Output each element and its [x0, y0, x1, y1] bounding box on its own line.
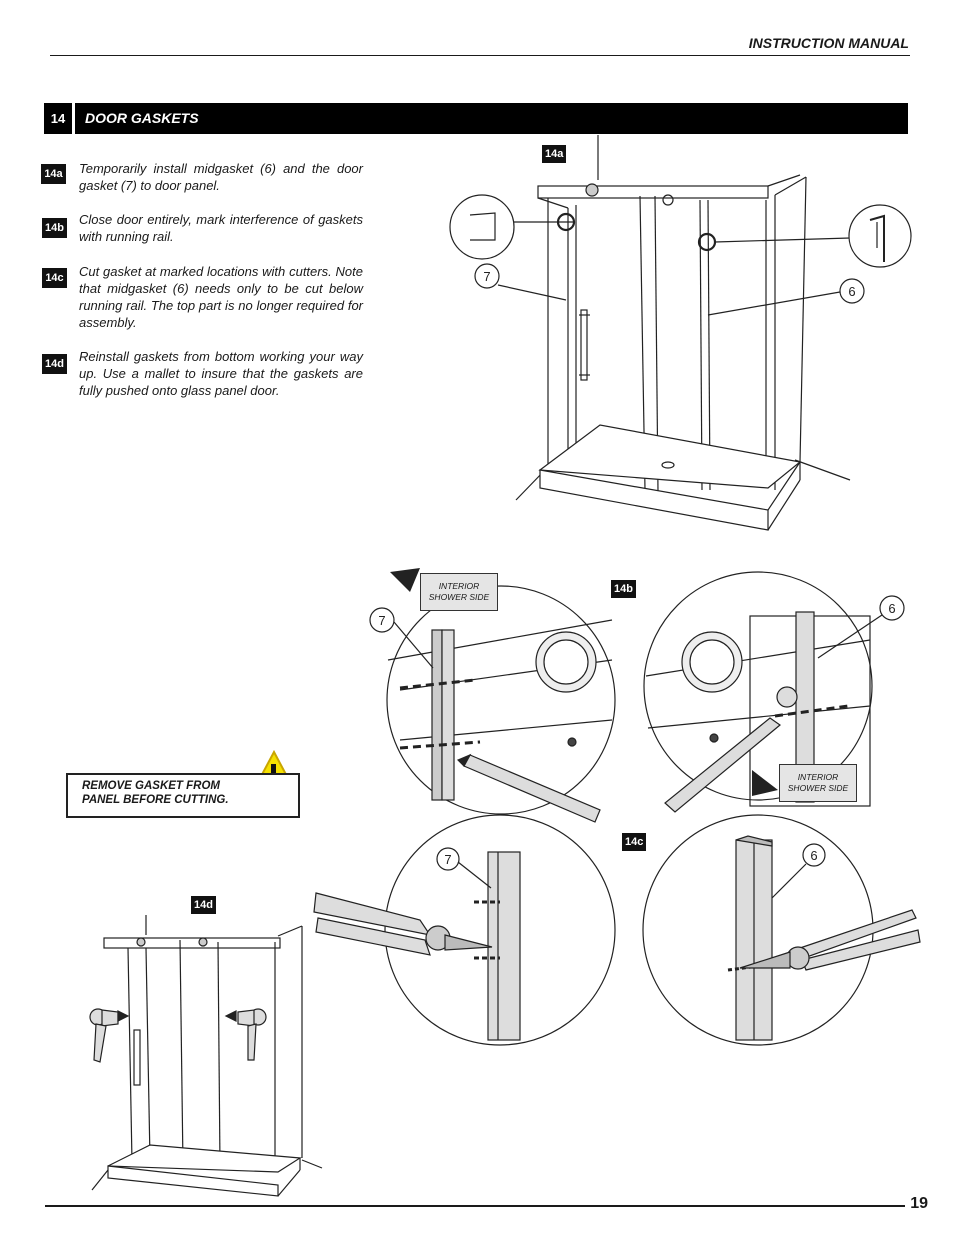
step-badge-14d: 14d [42, 354, 67, 374]
shower-enclosure-drawing-14a [449, 135, 912, 531]
detail-circle-14c-left [313, 814, 616, 1046]
callout-6-fig14c: 6 [810, 848, 817, 863]
section-title: DOOR GASKETS [85, 110, 199, 126]
manual-title: INSTRUCTION MANUAL [748, 35, 909, 51]
warning-text: REMOVE GASKET FROM PANEL BEFORE CUTTING. [82, 780, 229, 806]
figure-label-14d: 14d [191, 896, 216, 914]
step-text-14c: Cut gasket at marked locations with cutt… [79, 264, 363, 330]
step-text-14d: Reinstall gaskets from bottom working yo… [79, 349, 363, 398]
warning-box [66, 773, 300, 818]
section-header-bar [44, 103, 908, 134]
figure-label-14a: 14a [542, 145, 567, 163]
callout-6-fig14a: 6 [848, 284, 855, 299]
shower-enclosure-drawing-14d [89, 915, 323, 1197]
step-text-14b: Close door entirely, mark interference o… [79, 212, 363, 244]
callout-7-fig14b: 7 [378, 613, 385, 628]
callout-7-fig14c: 7 [444, 852, 451, 867]
figure-label-14b: 14b [611, 580, 636, 598]
footer-divider [45, 1205, 905, 1207]
step-badge-14b: 14b [42, 218, 67, 238]
step-text-14a: Temporarily install midgasket (6) and th… [79, 161, 363, 193]
callout-7-fig14a: 7 [483, 269, 490, 284]
step-badge-14a: 14a [41, 164, 66, 184]
callout-6-fig14b: 6 [888, 601, 895, 616]
detail-circle-14b-left [386, 585, 616, 823]
page-number: 19 [910, 1195, 928, 1212]
interior-side-label-right: INTERIOR SHOWER SIDE [779, 764, 857, 802]
figure-label-14c: 14c [622, 833, 647, 851]
step-badge-14c: 14c [42, 268, 67, 288]
header-divider [50, 55, 910, 56]
interior-side-label-left: INTERIOR SHOWER SIDE [420, 573, 498, 611]
section-number: 14 [44, 103, 75, 134]
detail-circle-14b-right [643, 571, 873, 813]
detail-circle-14c-right [642, 814, 921, 1046]
